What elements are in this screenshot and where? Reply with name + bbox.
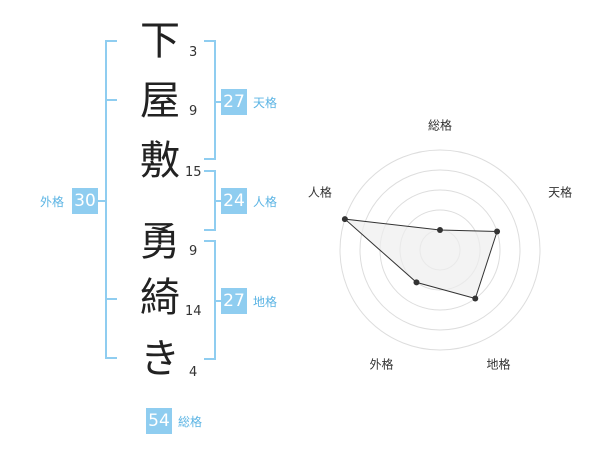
gaikaku-bracket-tick	[105, 357, 117, 359]
surname-char-2: 屋	[140, 78, 180, 124]
radar-polygon	[343, 218, 498, 300]
chikaku-connector	[214, 300, 222, 302]
chikaku-label: 地格	[253, 295, 278, 309]
jinkaku-connector	[214, 200, 222, 202]
tenkaku-value-badge: 27	[221, 89, 247, 115]
radar-point-5	[341, 216, 348, 223]
given-char-3: き	[140, 336, 180, 382]
radar-point-2	[494, 228, 501, 235]
radar-point-1	[437, 227, 443, 233]
chikaku-value-badge: 27	[221, 288, 247, 314]
radar-point-4	[413, 279, 420, 286]
jinkaku-value-badge: 24	[221, 188, 247, 214]
gaikaku-bracket-tick	[105, 99, 117, 101]
gaikaku-bracket-tick	[105, 298, 117, 300]
gaikaku-label: 外格	[40, 195, 65, 209]
surname-char-3: 敷	[140, 138, 180, 184]
gaikaku-bracket-tick	[105, 40, 117, 42]
radar-axis-label: 総格	[428, 118, 452, 133]
soukaku-value-badge: 54	[146, 408, 172, 434]
gaikaku-value-badge: 30	[72, 188, 98, 214]
radar-point-3	[472, 295, 479, 302]
soukaku-label: 総格	[178, 415, 203, 429]
gaikaku-connector	[98, 200, 106, 202]
given-char-2: 綺	[140, 275, 180, 321]
radar-axis-label: 人格	[308, 184, 332, 199]
tenkaku-label: 天格	[253, 96, 278, 110]
radar-grid-ring	[339, 149, 541, 351]
radar-axis-label: 天格	[548, 184, 572, 199]
given-strokes-3: 4	[189, 365, 198, 380]
given-strokes-2: 14	[185, 304, 202, 319]
surname-char-1: 下	[140, 18, 180, 64]
surname-strokes-1: 3	[189, 45, 198, 60]
tenkaku-bracket-tick	[204, 158, 216, 160]
chikaku-bracket-tick	[204, 358, 216, 360]
jinkaku-label: 人格	[253, 195, 278, 209]
radar-axis-label: 地格	[487, 357, 511, 372]
given-char-1: 勇	[140, 219, 180, 265]
surname-strokes-2: 9	[189, 104, 198, 119]
tenkaku-bracket-tick	[204, 40, 216, 42]
jinkaku-bracket-tick	[204, 170, 216, 172]
surname-strokes-3: 15	[185, 165, 202, 180]
radar-grid-ring	[359, 169, 521, 331]
tenkaku-bracket	[214, 40, 216, 160]
chikaku-bracket-tick	[204, 240, 216, 242]
tenkaku-connector	[214, 101, 222, 103]
gaikaku-bracket	[105, 40, 107, 359]
jinkaku-bracket-tick	[204, 229, 216, 231]
given-strokes-1: 9	[189, 244, 198, 259]
radar-shape	[341, 216, 501, 302]
radar-axis-label: 外格	[369, 357, 393, 372]
